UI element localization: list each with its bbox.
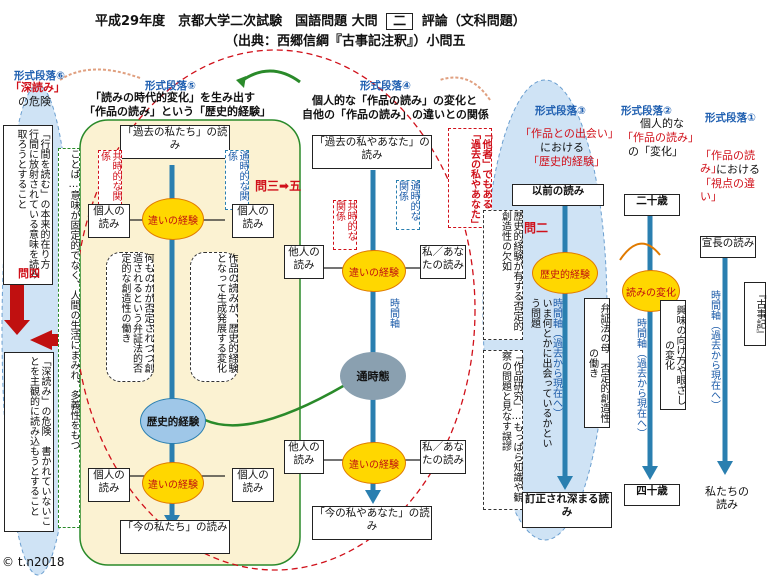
p4-past-me-you-box: 「過去の私やあなた」の読み: [312, 135, 432, 169]
p6-q4-label: 問四: [18, 267, 40, 280]
p1-kojiki: 『古事記』: [744, 282, 766, 346]
p4-other-label: 「他者」でもある「過去の私やあなた」: [448, 128, 492, 229]
p2-heading-3: の「変化」: [628, 145, 683, 158]
p5-heading-2: 「作品の読み」という「歴史的経験」: [84, 105, 271, 118]
p3-historical-experience: 歴史的経験: [532, 252, 598, 294]
p6-danger: の危険: [18, 95, 51, 108]
p2-time-axis-label: 時間軸（過去から現在へ）: [634, 318, 646, 438]
p5-history-bubble: 作品の読みが、歴史的経験となって生成発展する変化: [190, 252, 238, 382]
p5-individual-reading-right-2: 個人の読み: [232, 468, 274, 502]
p3-label: 形式段落③: [535, 105, 586, 117]
p3-heading-3: 「歴史的経験」: [528, 155, 605, 168]
p5-historical-experience: 歴史的経験: [140, 398, 206, 444]
p3-lack-box: 歴史的経験が有する否定的創造性の欠如: [483, 210, 523, 340]
p1-norinaga-reading: 宣長の読み: [700, 236, 756, 258]
p5-now-us-box: 「今の私たち」の読み: [120, 520, 230, 554]
p3-research-box: 「作品研究」…もっぱら知識や観察の問題と見なす誤謬: [483, 350, 523, 510]
p2-age-20: 二十歳: [624, 194, 680, 216]
p1-time-axis-label: 時間軸（過去から現在へ）: [708, 290, 720, 410]
p3-dialectic-box: 弁証法の母 否定的創造性の働き: [584, 298, 610, 428]
p3-final-reading: 訂正され深まる読み: [522, 492, 612, 528]
p5-individual-reading-left: 個人の読み: [88, 204, 130, 238]
p2-label: 形式段落②: [621, 105, 672, 117]
header-title: 平成29年度 京都大学二次試験 国語問題 大問 二 評論（文科問題）: [95, 10, 526, 30]
p5-dialectic-bubble: 何ものかが否定されつつ創造されるという弁証法的否定的な創造性の働き: [106, 252, 154, 382]
p3-previous-reading: 以前の読み: [512, 184, 604, 206]
p4-my-reading: 私／あなたの読み: [420, 245, 466, 279]
p6-fukayomi: 「深読み」: [10, 81, 65, 94]
p6-reading-between-lines-box: 「行間を読む」の本来的在り方 行間に放射されている意味を読み取ろうとすること: [3, 125, 53, 285]
p1-heading-2: における: [716, 163, 760, 176]
p2-age-40: 四十歳: [624, 484, 680, 506]
p4-to-p5-arrow: [239, 69, 301, 84]
p2-interest-change-box: 興味の向け方や眼ざしの変化: [660, 300, 686, 410]
p4-diachronic-label: 通時的な関係: [396, 180, 420, 230]
p4-now-me-you-box: 「今の私やあなた」の読み: [312, 506, 432, 540]
p3-heading-2: における: [540, 141, 584, 154]
p4-difference-burst-bottom: 違いの経験: [342, 442, 406, 484]
p3-to-p4-arrow: [439, 76, 491, 101]
p3-time-axis-label: 時間軸（過去から現在へ）: [550, 298, 562, 418]
p5-synchronic-label: 共時的な関係: [98, 150, 122, 210]
p4-heading-2: 自他の「作品の読み」の違いとの関係: [302, 108, 489, 121]
p4-time-axis-label: 時間軸: [387, 298, 399, 328]
p3-question-text: いま何とかに出会っているかという問題: [528, 298, 552, 448]
p2-heading-1: 個人的な: [640, 117, 684, 130]
p4-diachronic-state: 通時態: [340, 352, 406, 400]
p6-words-box: ことば…意味が固定的でなく、人間の生活にまみれ、多義性をもつ: [58, 148, 80, 528]
p5-q3: 問三: [255, 179, 280, 193]
copyright: © t.n2018: [2, 555, 65, 569]
p5-individual-reading-right: 個人の読み: [232, 204, 274, 238]
p5-label: 形式段落⑤: [145, 80, 196, 92]
p5-q5: 五: [289, 179, 302, 193]
p4-synchronic-label: 共時的な関係: [333, 200, 357, 250]
p5-individual-reading-left-2: 個人の読み: [88, 468, 130, 502]
p6-label: 形式段落⑥: [14, 70, 65, 82]
p3-q2-label: 問二: [524, 221, 549, 235]
p5-diachronic-label: 通時的な関係: [225, 150, 249, 210]
p5-past-us-box: 「過去の私たち」の読み: [120, 125, 230, 159]
p5-difference-burst-top: 違いの経験: [142, 198, 204, 240]
p1-heading-1: 「作品の読み」: [700, 149, 755, 175]
p4-others-reading-2: 他人の読み: [284, 440, 324, 474]
p1-label: 形式段落①: [705, 112, 756, 124]
p4-label: 形式段落④: [360, 80, 411, 92]
p5-difference-burst-bottom: 違いの経験: [142, 462, 204, 504]
p5-to-p6-arrow: [59, 68, 141, 81]
title-number: 二: [386, 13, 414, 30]
p3-heading-1: 「作品との出会い」: [520, 127, 619, 140]
title-suffix: 評論（文科問題）: [421, 14, 526, 29]
p4-others-reading: 他人の読み: [284, 245, 324, 279]
p5-heading-1: 「読みの時代的変化」を生み出す: [90, 91, 255, 104]
p1-heading-3: 「視点の違い」: [700, 177, 755, 203]
p4-heading-1: 個人的な「作品の読み」の変化と: [312, 94, 477, 107]
p2-heading-2: 「作品の読み」: [622, 131, 699, 144]
p4-my-reading-2: 私／あなたの読み: [420, 440, 466, 474]
p5-q3-q5-label: 問三➡五: [255, 179, 302, 193]
p6-danger-box: 「深読み」の危険 書かれていないことを主観的に読み込もうとすること: [4, 352, 54, 532]
title-text: 平成29年度 京都大学二次試験 国語問題 大問: [95, 14, 378, 29]
p1-our-reading: 私たちの読み: [705, 485, 749, 511]
p4-difference-burst-top: 違いの経験: [342, 250, 406, 292]
header-source: （出典：西郷信綱『古事記注釈』）小問五: [225, 34, 466, 49]
